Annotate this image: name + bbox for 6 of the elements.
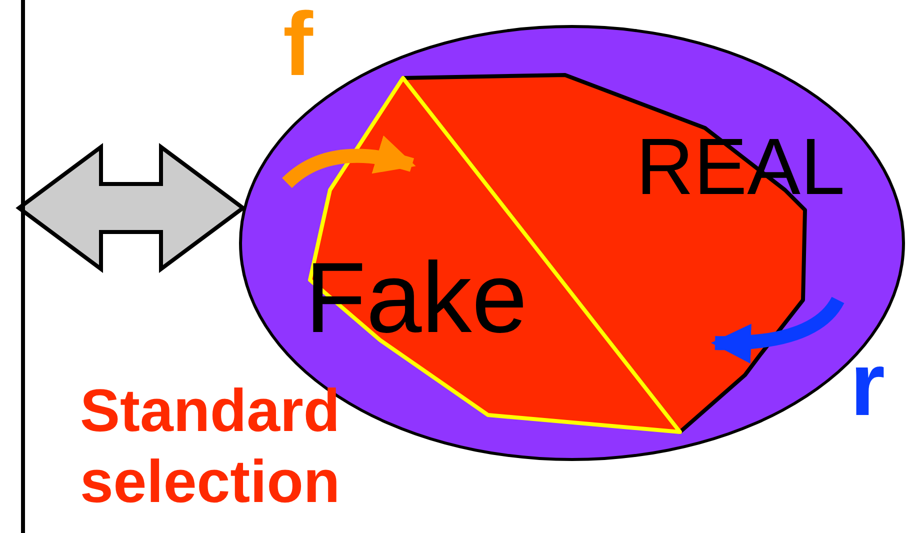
double-block-arrow: [16, 143, 246, 273]
edge-label: r: [850, 340, 886, 430]
caption-text: Standard selection: [78, 376, 342, 517]
curved-arrow: [711, 296, 844, 364]
curved-arrow: [282, 136, 416, 188]
edge-label: f: [283, 0, 313, 90]
